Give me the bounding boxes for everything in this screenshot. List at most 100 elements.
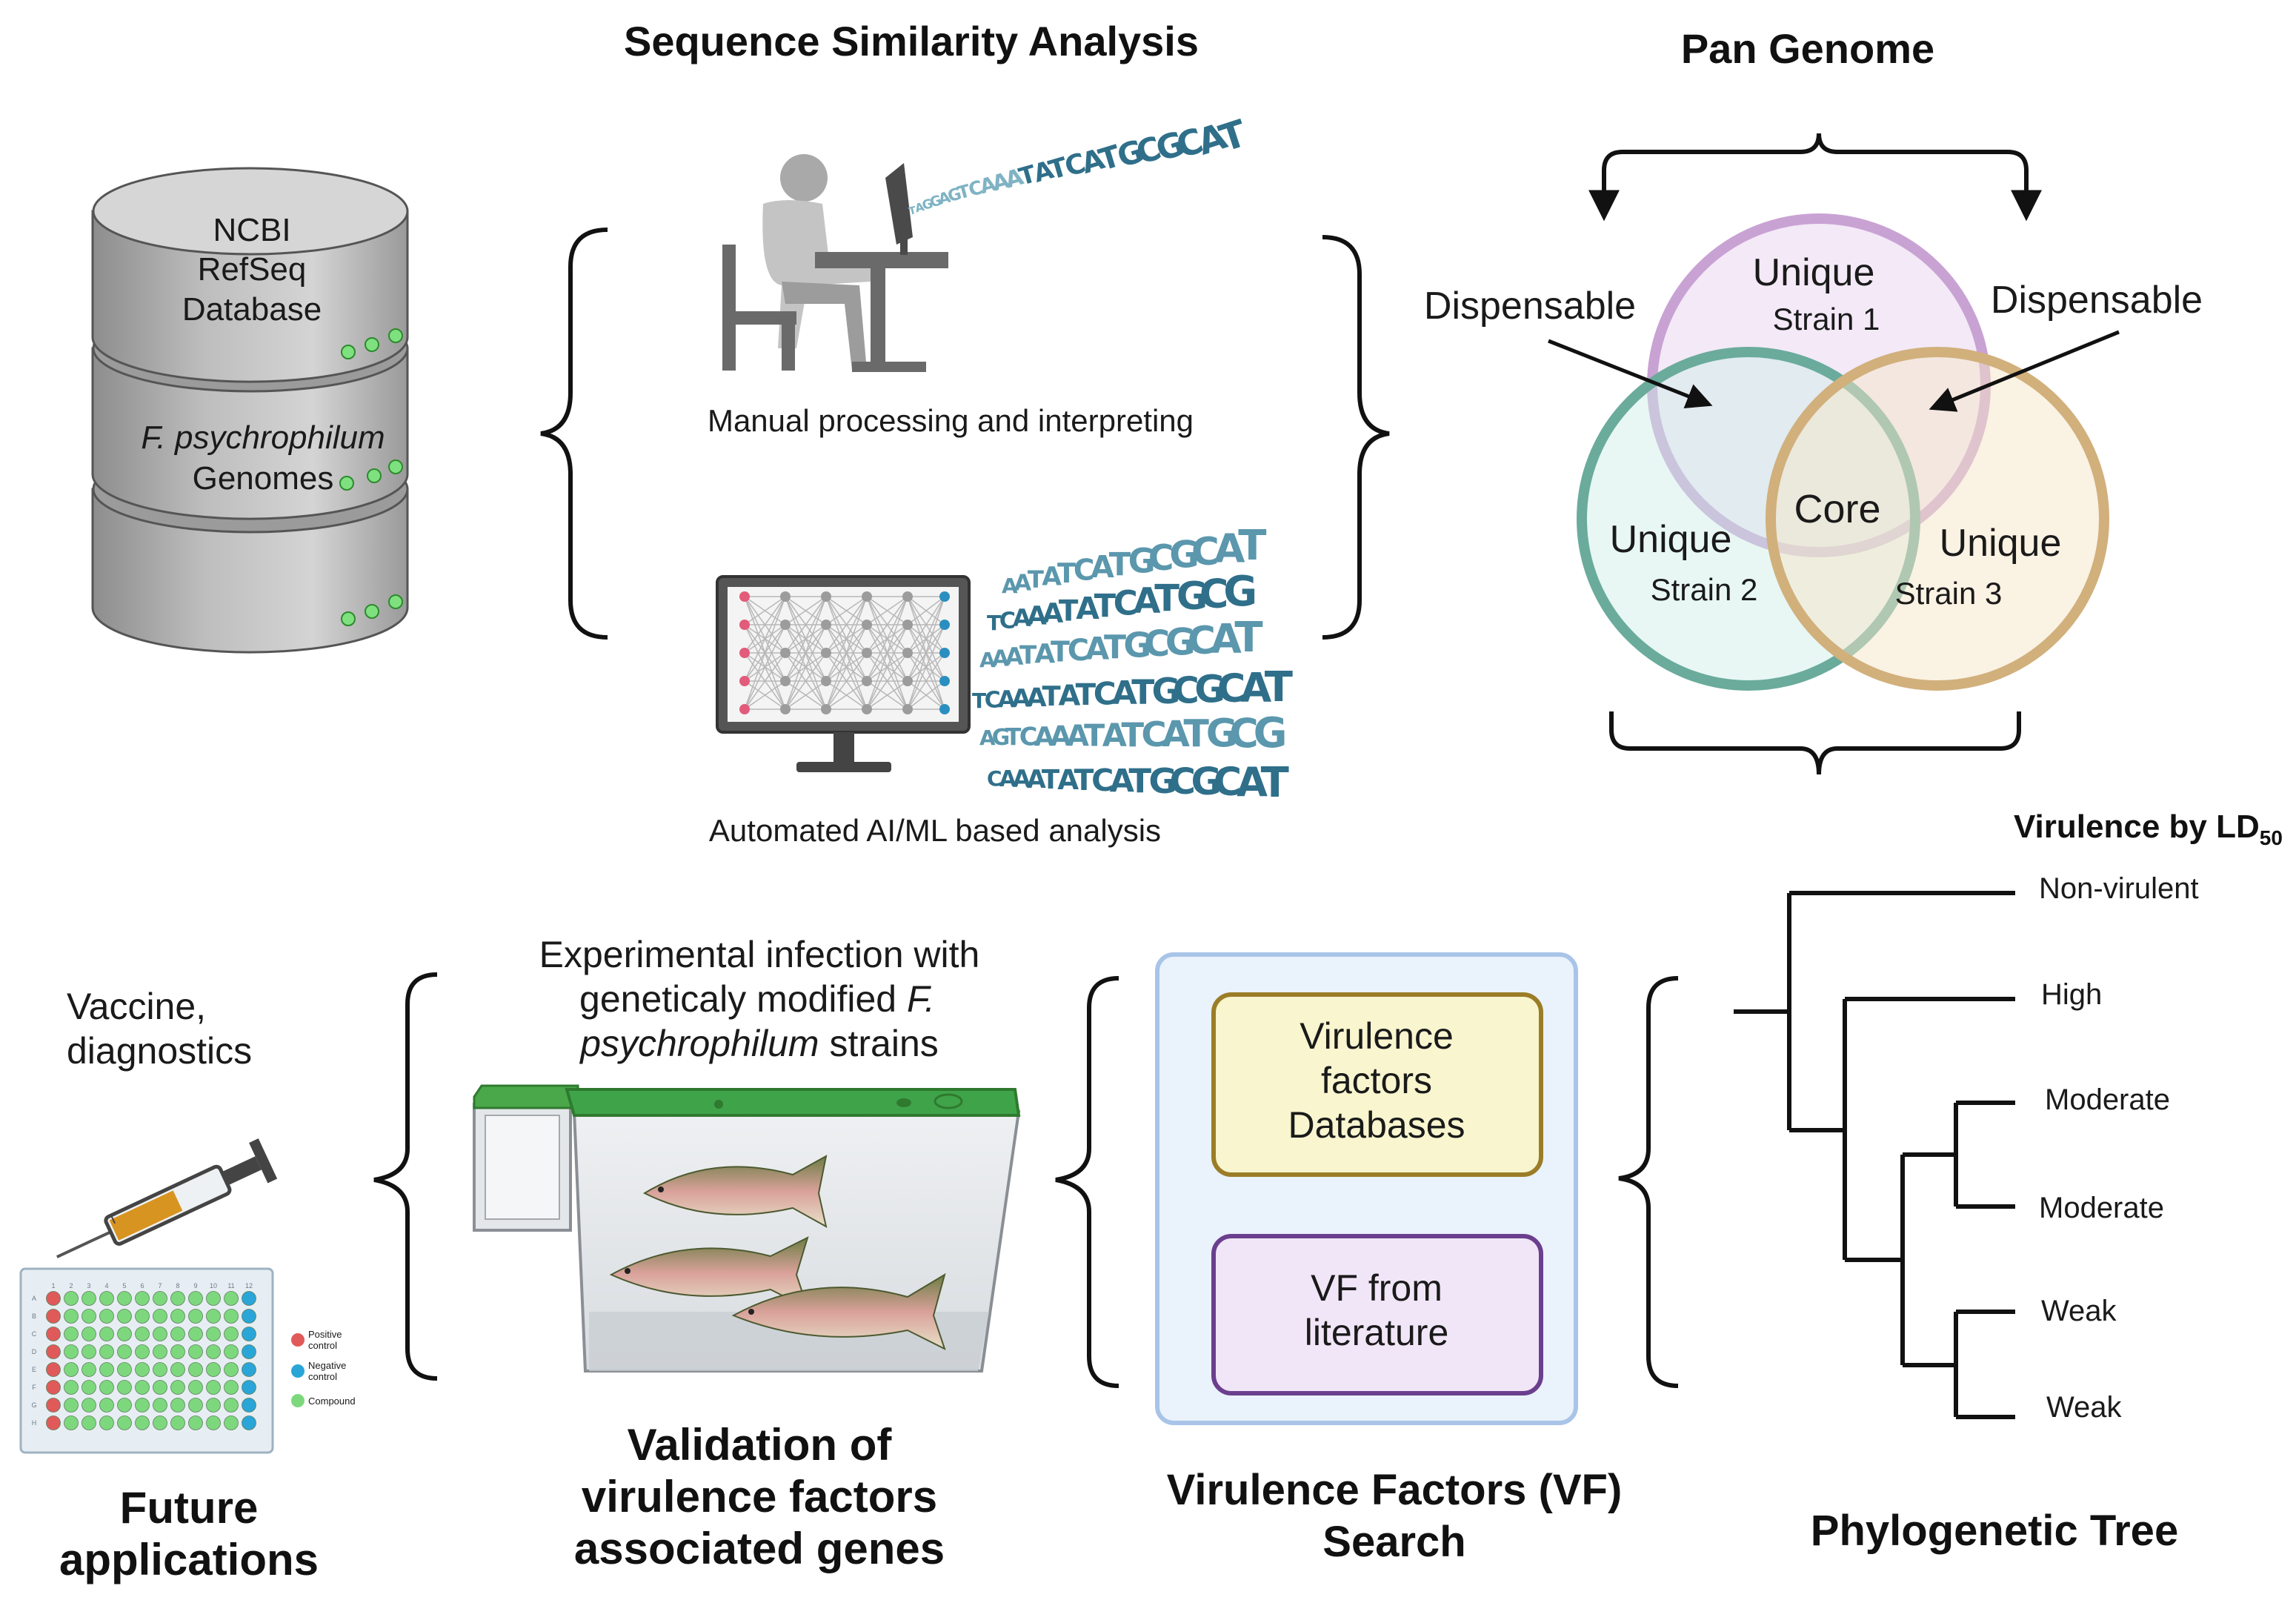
dna-auto-letter: T bbox=[1238, 522, 1266, 570]
plate-well bbox=[46, 1416, 61, 1430]
venn-strain1: Strain 1 bbox=[1773, 302, 1880, 336]
plate-row-label: B bbox=[32, 1312, 36, 1320]
dna-auto-letter: C bbox=[1173, 669, 1199, 711]
database-label-line2: RefSeq bbox=[198, 251, 307, 288]
trout-icon-3 bbox=[731, 1272, 946, 1350]
venn-unique2: Unique bbox=[1610, 518, 1732, 561]
dna-auto-letter: T bbox=[1028, 565, 1044, 594]
plate-well bbox=[64, 1362, 79, 1377]
dna-auto-letter: T bbox=[987, 611, 1001, 635]
plate-well bbox=[64, 1309, 79, 1324]
dna-auto-letter: G bbox=[1254, 709, 1288, 757]
leaf-label-1: Non-virulent bbox=[2039, 872, 2199, 905]
leaf-label-5: Weak bbox=[2041, 1295, 2117, 1327]
nn-node bbox=[739, 620, 750, 630]
plate-well bbox=[135, 1327, 150, 1341]
nn-node bbox=[780, 676, 791, 686]
plate-well bbox=[188, 1380, 203, 1395]
plate-well bbox=[99, 1327, 114, 1341]
dna-auto-letter: T bbox=[1234, 614, 1262, 662]
nn-node bbox=[862, 620, 872, 630]
plate-well bbox=[153, 1362, 167, 1377]
plate-well bbox=[64, 1291, 79, 1306]
plate-well bbox=[242, 1362, 256, 1377]
plate-well bbox=[135, 1416, 150, 1430]
genomes-label-line1: F. psychrophilum bbox=[141, 419, 385, 456]
plate-well bbox=[242, 1380, 256, 1395]
tree-brace bbox=[1618, 976, 1679, 1388]
dna-auto-letter: A bbox=[1057, 763, 1079, 796]
dna-auto-letter: A bbox=[1034, 639, 1055, 669]
plate-well bbox=[153, 1416, 167, 1430]
nn-node bbox=[739, 591, 750, 602]
plate-well bbox=[242, 1327, 256, 1341]
experiment-line1: Experimental infection with bbox=[539, 934, 980, 975]
dna-auto-letter: C bbox=[1091, 763, 1114, 798]
plate-well bbox=[224, 1362, 239, 1377]
nn-node bbox=[780, 591, 791, 602]
vf-brace bbox=[1055, 976, 1119, 1388]
plate-well bbox=[188, 1362, 203, 1377]
legend-compound-dot bbox=[291, 1394, 305, 1407]
dna-auto-letter: A bbox=[1002, 574, 1018, 598]
nn-node bbox=[862, 704, 872, 714]
validation-heading-line1: Validation of bbox=[628, 1420, 893, 1470]
dna-auto-letter: G bbox=[1152, 671, 1181, 712]
plate-well bbox=[81, 1309, 96, 1324]
nn-node bbox=[902, 648, 913, 658]
venn-unique3: Unique bbox=[1940, 522, 2062, 565]
dna-auto-letter: A bbox=[1059, 680, 1081, 713]
plate-well bbox=[135, 1362, 150, 1377]
dna-auto-letter: T bbox=[1051, 636, 1070, 668]
vf-databases-line3: Databases bbox=[1288, 1104, 1465, 1146]
dispensable-left-arrow bbox=[1548, 339, 1713, 408]
leaf-label-6: Weak bbox=[2046, 1391, 2123, 1424]
plate-well bbox=[64, 1380, 79, 1395]
plate-well bbox=[135, 1398, 150, 1413]
dna-auto-letter: G bbox=[1123, 625, 1151, 666]
dna-auto-letter: T bbox=[1261, 759, 1289, 807]
vf-literature-line1: VF from bbox=[1311, 1267, 1443, 1309]
plate-row-label: D bbox=[32, 1348, 37, 1355]
plate-well bbox=[206, 1291, 221, 1306]
plate-well bbox=[117, 1327, 132, 1341]
dna-auto-letter: A bbox=[1014, 571, 1032, 597]
syringe-icon bbox=[56, 1138, 278, 1258]
trout-icon-1 bbox=[642, 1155, 828, 1228]
plate-well bbox=[206, 1362, 221, 1377]
phylogenetic-tree bbox=[1734, 891, 2015, 1419]
dna-auto-letter: A bbox=[1240, 665, 1271, 711]
dna-auto-letter: T bbox=[1057, 557, 1076, 589]
venn-strain3: Strain 3 bbox=[1895, 576, 2003, 611]
dna-auto-letter: C bbox=[1114, 584, 1138, 623]
dna-auto-letter: A bbox=[1211, 616, 1242, 663]
plate-well bbox=[135, 1344, 150, 1359]
plate-well bbox=[224, 1309, 239, 1324]
plate-well bbox=[188, 1291, 203, 1306]
dna-auto-letter: G bbox=[1169, 533, 1199, 576]
legend-positive-dot bbox=[291, 1333, 305, 1347]
plate-well bbox=[170, 1344, 185, 1359]
dna-auto-letter: C bbox=[1188, 619, 1216, 663]
nn-node bbox=[939, 704, 950, 714]
plate-well bbox=[135, 1380, 150, 1395]
plate-well bbox=[117, 1398, 132, 1413]
plate-well bbox=[46, 1380, 61, 1395]
plate-well bbox=[99, 1291, 114, 1306]
dna-auto-letter: T bbox=[1104, 628, 1126, 666]
plate-well bbox=[64, 1344, 79, 1359]
pan-genome-bottom-brace bbox=[1609, 711, 2021, 775]
plate-well bbox=[153, 1291, 167, 1306]
dna-auto-letter: C bbox=[1074, 554, 1094, 588]
plate-well bbox=[81, 1327, 96, 1341]
phylogenetic-tree-heading: Phylogenetic Tree bbox=[1811, 1507, 2178, 1555]
vf-databases-line1: Virulence bbox=[1300, 1015, 1454, 1057]
vaccine-label: Vaccine, bbox=[67, 986, 206, 1027]
plate-well bbox=[170, 1416, 185, 1430]
dna-auto-letter: A bbox=[1042, 597, 1064, 629]
plate-column-label: 7 bbox=[158, 1282, 162, 1290]
dna-auto-letter: T bbox=[1109, 546, 1131, 583]
nn-node bbox=[902, 591, 913, 602]
